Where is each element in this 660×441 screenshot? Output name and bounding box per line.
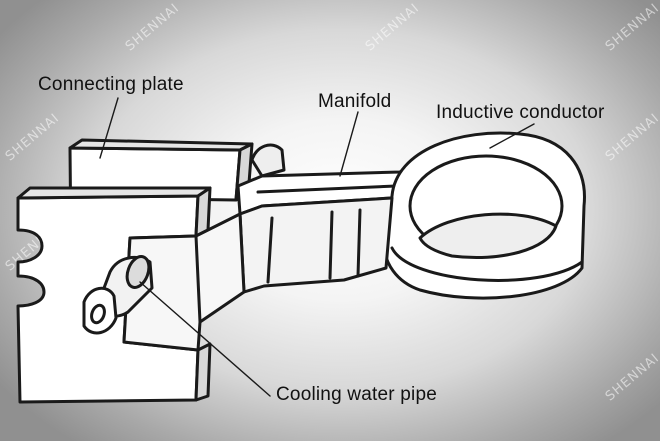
clamp-body: [122, 212, 246, 352]
cooling-water-pipe-end: [125, 255, 151, 289]
inductive-conductor-lower-edge: [390, 246, 584, 282]
cooling-water-pipe-bore: [90, 303, 106, 325]
clamp-edge: [194, 234, 202, 324]
manifold-divider: [356, 208, 362, 278]
leader-manifold: [339, 111, 359, 177]
label-inductive-conductor: Inductive conductor: [436, 102, 605, 123]
inductive-conductor-inner: [418, 212, 558, 260]
label-manifold: Manifold: [318, 91, 392, 112]
cooling-pipe-stub: [250, 143, 286, 178]
connecting-plate-back-top: [68, 138, 254, 152]
leader-inductive-conductor: [489, 123, 535, 149]
manifold-divider: [266, 216, 274, 284]
label-cooling-water-pipe: Cooling water pipe: [276, 384, 437, 405]
manifold-divider: [328, 210, 334, 280]
label-connecting-plate: Connecting plate: [38, 74, 184, 95]
leader-connecting-plate: [99, 97, 119, 159]
leader-cooling-water-pipe: [139, 281, 271, 397]
connecting-plate-front-top: [16, 186, 212, 200]
manifold-block: [238, 196, 394, 294]
connecting-plate-front-notch-side: [194, 342, 212, 402]
